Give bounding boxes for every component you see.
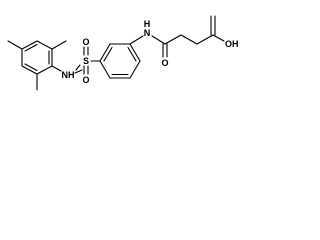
bond bbox=[7, 40, 23, 50]
bond bbox=[21, 65, 38, 75]
bond bbox=[180, 34, 198, 45]
bond bbox=[75, 64, 81, 71]
sulfonyl-oxygen-bottom-label: O bbox=[82, 75, 89, 85]
bond bbox=[196, 34, 214, 45]
bond bbox=[36, 40, 53, 50]
acid-hydroxyl-label: OH bbox=[225, 39, 239, 49]
bond bbox=[36, 65, 53, 75]
bond bbox=[99, 60, 111, 79]
bond bbox=[99, 43, 111, 62]
bond bbox=[127, 46, 137, 62]
sulfonyl-oxygen-top-label: O bbox=[82, 37, 89, 47]
phenylene-ring bbox=[99, 43, 141, 79]
bond bbox=[129, 60, 141, 79]
mesityl-methyl-groups bbox=[7, 40, 67, 91]
molecule-structure-diagram: NH S O O H N O OH bbox=[7, 15, 239, 91]
amide-oxygen-label: O bbox=[161, 58, 168, 68]
bond bbox=[21, 40, 38, 50]
sulfur-atom-label: S bbox=[83, 56, 89, 66]
bond bbox=[51, 65, 62, 72]
bond bbox=[129, 43, 141, 62]
bond bbox=[24, 43, 38, 52]
amide-n-label: N bbox=[144, 28, 151, 38]
amide-h-label: H bbox=[144, 19, 151, 29]
sulfonamide-nh-label: NH bbox=[62, 70, 75, 80]
bond bbox=[164, 34, 182, 45]
bond bbox=[103, 46, 113, 62]
bond bbox=[24, 63, 38, 72]
bond bbox=[212, 34, 225, 42]
bond bbox=[51, 40, 67, 50]
bond bbox=[151, 35, 166, 45]
bond bbox=[74, 69, 83, 74]
mesityl-ring bbox=[21, 40, 53, 75]
bond bbox=[129, 35, 144, 45]
